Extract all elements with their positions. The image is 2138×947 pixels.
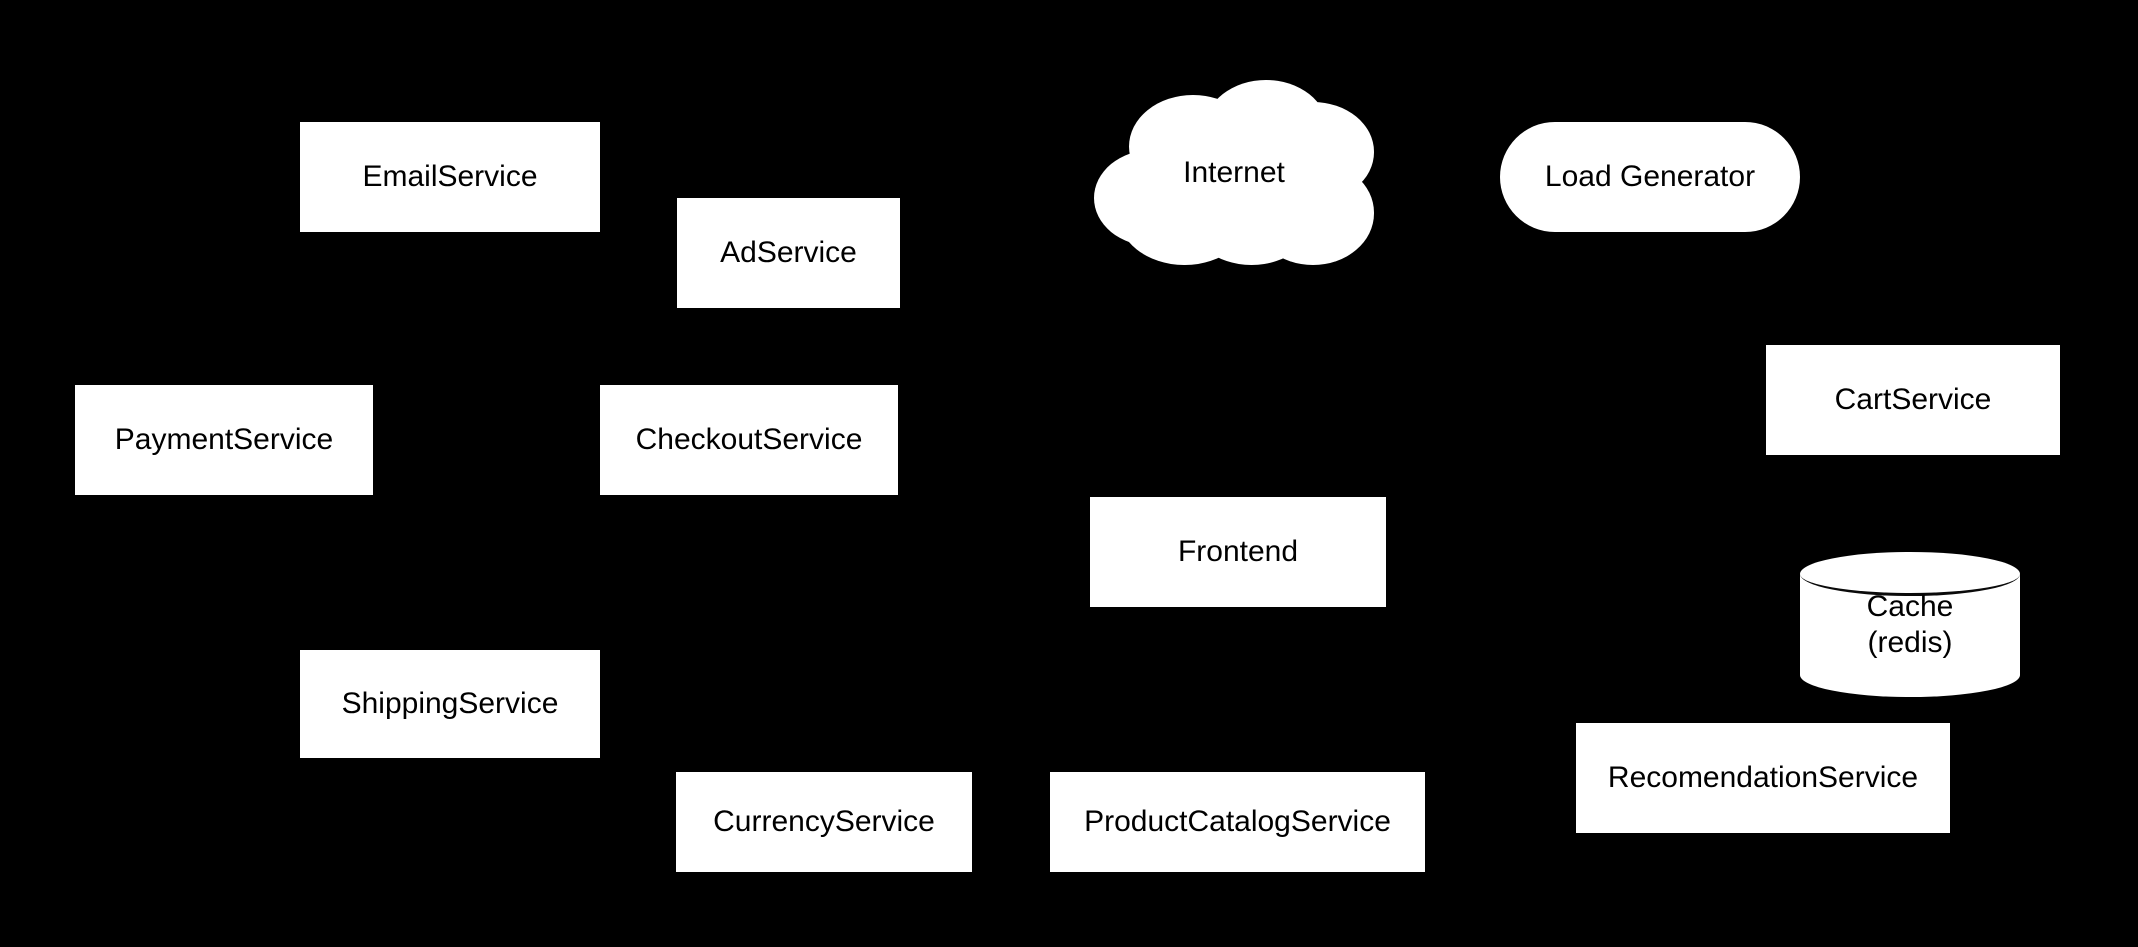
node-load-generator[interactable]: Load Generator <box>1500 122 1800 232</box>
node-payment-service[interactable]: PaymentService <box>75 385 373 495</box>
node-label-payment-service: PaymentService <box>114 423 334 457</box>
node-label-shipping-service: ShippingService <box>341 687 559 721</box>
node-cache-redis[interactable]: Cache (redis) <box>1800 552 2020 697</box>
node-label-recomendation-service: RecomendationService <box>1607 761 1919 795</box>
cylinder-top-ellipse <box>1800 552 2020 596</box>
node-checkout-service[interactable]: CheckoutService <box>600 385 898 495</box>
node-ad-service[interactable]: AdService <box>677 198 900 308</box>
cloud-puff <box>1158 128 1310 236</box>
node-label-product-catalog-service: ProductCatalogService <box>1084 805 1391 839</box>
node-shipping-service[interactable]: ShippingService <box>300 650 600 758</box>
node-product-catalog-service[interactable]: ProductCatalogService <box>1050 772 1425 872</box>
node-label-ad-service: AdService <box>720 236 857 270</box>
node-currency-service[interactable]: CurrencyService <box>676 772 972 872</box>
node-label-checkout-service: CheckoutService <box>635 423 863 457</box>
cylinder-bottom-ellipse <box>1800 653 2020 697</box>
node-label-email-service: EmailService <box>362 160 538 194</box>
node-internet[interactable]: Internet <box>1088 80 1380 265</box>
node-cart-service[interactable]: CartService <box>1766 345 2060 455</box>
node-email-service[interactable]: EmailService <box>300 122 600 232</box>
node-recomendation-service[interactable]: RecomendationService <box>1576 723 1950 833</box>
node-label-currency-service: CurrencyService <box>713 805 935 839</box>
node-label-frontend: Frontend <box>1177 535 1299 569</box>
node-label-cart-service: CartService <box>1834 383 1992 417</box>
node-frontend[interactable]: Frontend <box>1090 497 1386 607</box>
node-label-load-generator: Load Generator <box>1544 160 1756 194</box>
